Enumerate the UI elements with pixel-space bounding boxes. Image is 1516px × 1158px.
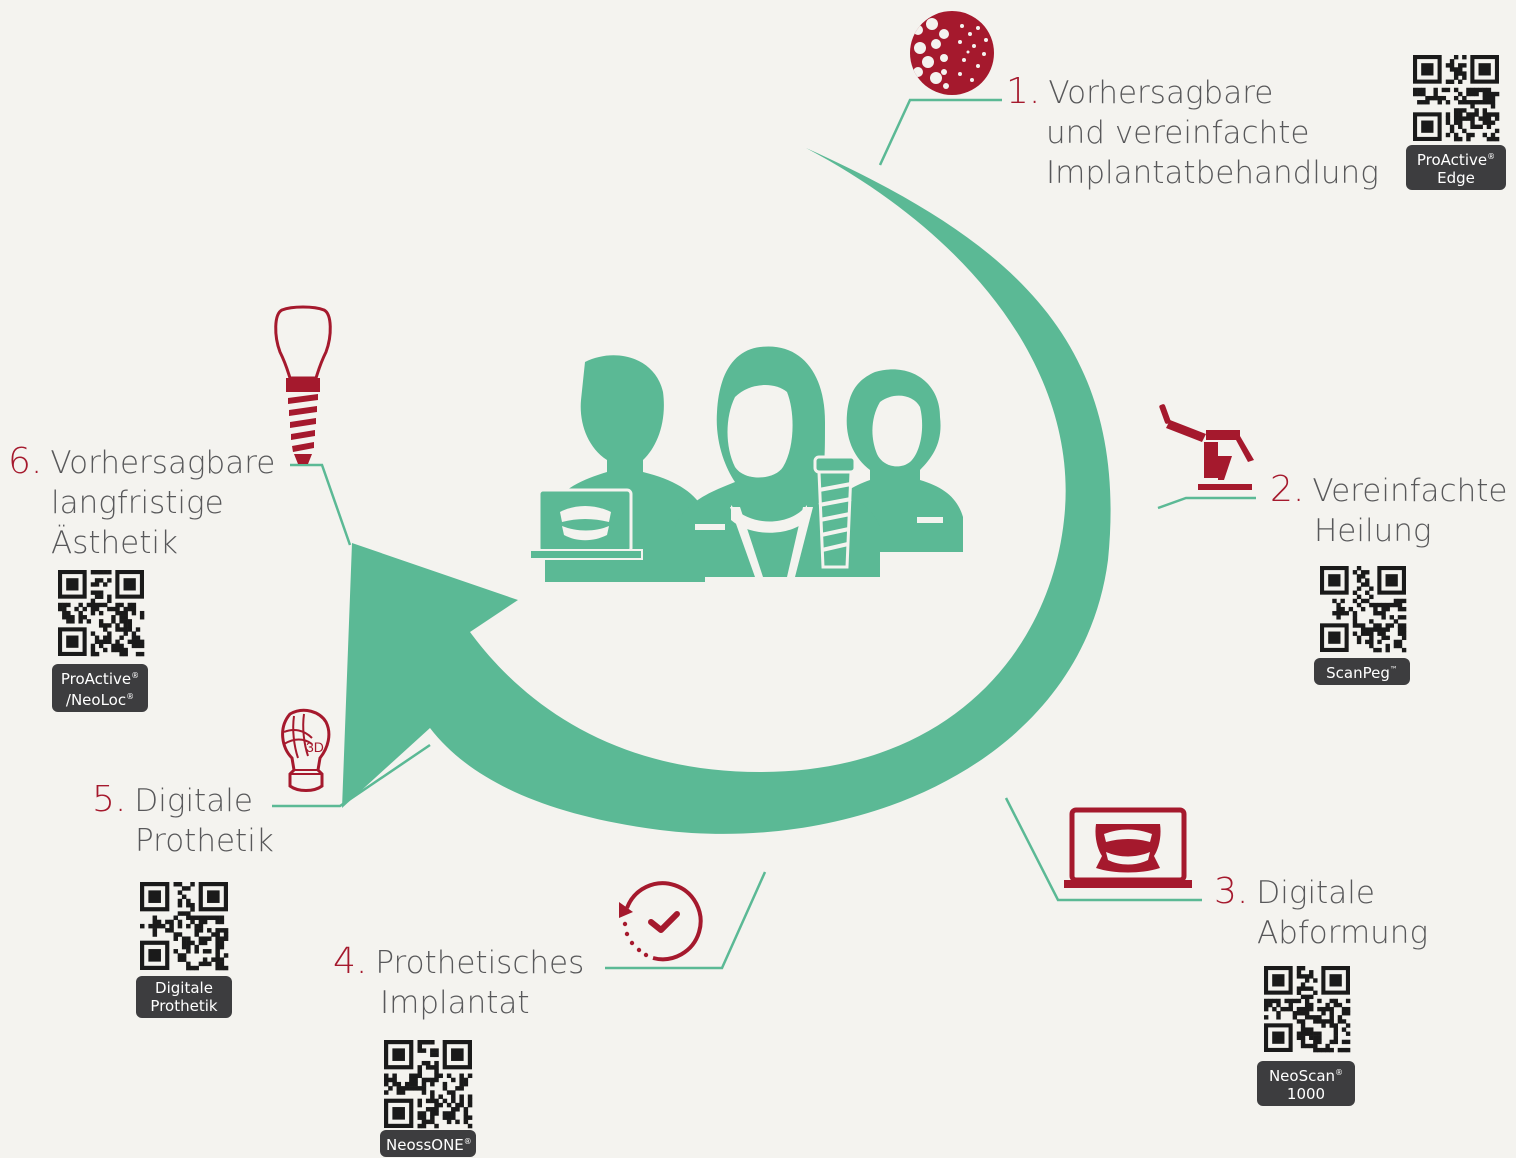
step-6-line-1: Vorhersagbare <box>50 445 276 481</box>
step-5-text: 5.Digitale Prothetik <box>92 780 274 861</box>
badge-line-1: ScanPeg <box>1326 664 1390 682</box>
qr-code-icon[interactable] <box>384 1040 473 1129</box>
qr-code-icon[interactable] <box>140 882 229 971</box>
qr-code-icon[interactable] <box>1413 55 1500 142</box>
step-6-line-2: langfristige <box>51 485 224 521</box>
badge-sup: ® <box>131 671 140 680</box>
badge-line-2: 1000 <box>1286 1085 1326 1103</box>
qr-code-icon[interactable] <box>1264 966 1351 1053</box>
step-2-number: 2. <box>1270 469 1305 510</box>
step-2-line-2: Heilung <box>1314 513 1432 549</box>
3d-crown-icon: 3D <box>281 708 331 792</box>
step-1-line-1: Vorhersagbare <box>1048 75 1274 111</box>
step-3-line-2: Abformung <box>1257 915 1429 951</box>
badge-proactive-neoloc[interactable]: ProActive® /NeoLoc® <box>52 664 148 712</box>
qr-code-icon[interactable] <box>58 570 145 657</box>
qr-code-icon[interactable] <box>1320 566 1407 653</box>
dental-chair-icon <box>1159 404 1254 490</box>
step-5-line-2: Prothetik <box>135 823 274 859</box>
badge-digitale-prothetik[interactable]: Digitale Prothetik <box>136 976 232 1018</box>
clock-check-icon <box>619 881 703 962</box>
step-6-line-3: Ästhetik <box>51 525 178 561</box>
3d-label: 3D <box>306 739 324 755</box>
step-6-number: 6. <box>8 441 43 482</box>
badge-line-1: NeossONE <box>386 1136 464 1154</box>
step-1-text: 1.Vorhersagbare und vereinfachte Implant… <box>1006 72 1379 193</box>
step-3-line-1: Digitale <box>1256 875 1375 911</box>
badge-line-1: NeoScan <box>1268 1067 1336 1085</box>
step-5-line-1: Digitale <box>134 783 253 819</box>
badge-neoscan-1000[interactable]: NeoScan® 1000 <box>1257 1061 1355 1106</box>
dental-team-icon <box>529 346 963 582</box>
badge-line-2: /NeoLoc <box>65 691 127 709</box>
badge-proactive-edge[interactable]: ProActive® Edge <box>1406 145 1506 190</box>
step-5-number: 5. <box>92 779 127 820</box>
badge-line-2: Prothetik <box>150 997 218 1015</box>
badge-sup: ® <box>1487 152 1496 161</box>
step-4-line-2: Implantat <box>380 985 530 1021</box>
badge-line-1: Digitale <box>155 979 213 997</box>
badge-sup: ® <box>463 1137 472 1146</box>
step-4-line-1: Prothetisches <box>375 945 585 981</box>
badge-line-1: ProActive <box>60 670 132 688</box>
step-3-number: 3. <box>1214 871 1249 912</box>
badge-neossone[interactable]: NeossONE® <box>380 1130 476 1157</box>
badge-line-2: Edge <box>1437 169 1475 187</box>
step-1-number: 1. <box>1006 71 1041 112</box>
badge-sup: ™ <box>1389 665 1398 674</box>
badge-scanpeg[interactable]: ScanPeg™ <box>1314 658 1410 685</box>
badge-sup: ® <box>126 692 135 701</box>
step-2-text: 2.Vereinfachte Heilung <box>1270 470 1507 551</box>
step-1-line-3: Implantatbehandlung <box>1046 155 1379 191</box>
badge-line-1: ProActive <box>1416 151 1488 169</box>
step-1-line-2: und vereinfachte <box>1046 115 1310 151</box>
step-6-text: 6.Vorhersagbare langfristige Ästhetik <box>8 442 275 563</box>
step-2-line-1: Vereinfachte <box>1312 473 1508 509</box>
implant-icon <box>274 305 332 464</box>
step-3-text: 3.Digitale Abformung <box>1214 872 1428 953</box>
bone-icon <box>910 11 994 95</box>
step-4-text: 4.Prothetisches Implantat <box>333 942 584 1023</box>
step-4-number: 4. <box>333 941 368 982</box>
laptop-teeth-icon <box>1064 807 1192 888</box>
badge-sup: ® <box>1335 1068 1344 1077</box>
